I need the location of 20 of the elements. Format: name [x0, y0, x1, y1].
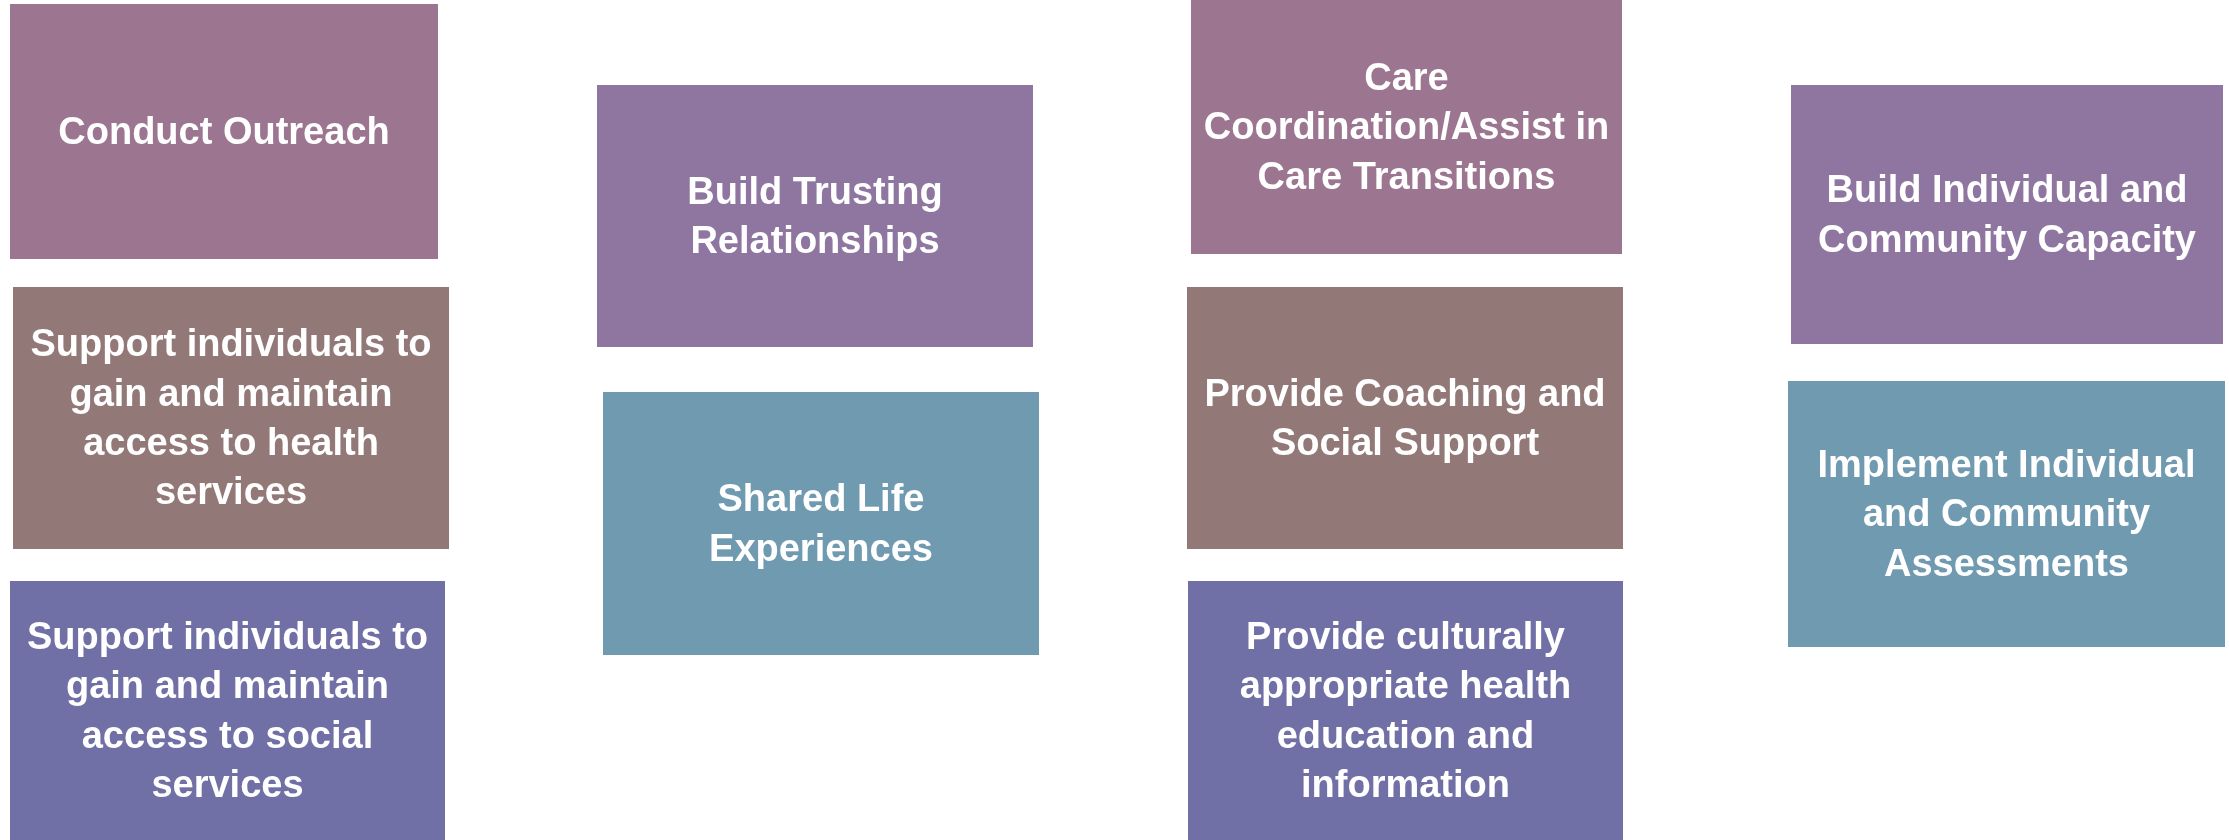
box-label: Support individuals to gain and maintain access to social services — [25, 613, 430, 807]
process-box — [1187, 287, 1623, 549]
box-label: Implement Individual and Community Assessments — [1816, 441, 2197, 586]
box-label: Support individuals to gain and maintain access to health services — [29, 321, 433, 515]
box-label: Provide culturally appropriate health education and information — [1238, 613, 1573, 807]
process-box — [1188, 581, 1623, 840]
box-label: Shared Life Experiences — [708, 476, 934, 571]
process-box — [13, 287, 449, 549]
process-box — [597, 85, 1033, 347]
box-label: Build Individual and Community Capacity — [1817, 167, 2197, 262]
box-label: Care Coordination/Assist in Care Transitions — [1202, 54, 1611, 199]
process-box — [1191, 0, 1622, 254]
process-box — [1788, 381, 2225, 647]
process-box — [603, 392, 1039, 655]
box-label: Build Trusting Relationships — [686, 168, 944, 263]
process-box — [10, 581, 445, 840]
process-box — [1791, 85, 2223, 344]
process-box — [10, 4, 438, 259]
box-label: Provide Coaching and Social Support — [1203, 370, 1607, 465]
box-label: Conduct Outreach — [58, 108, 390, 154]
